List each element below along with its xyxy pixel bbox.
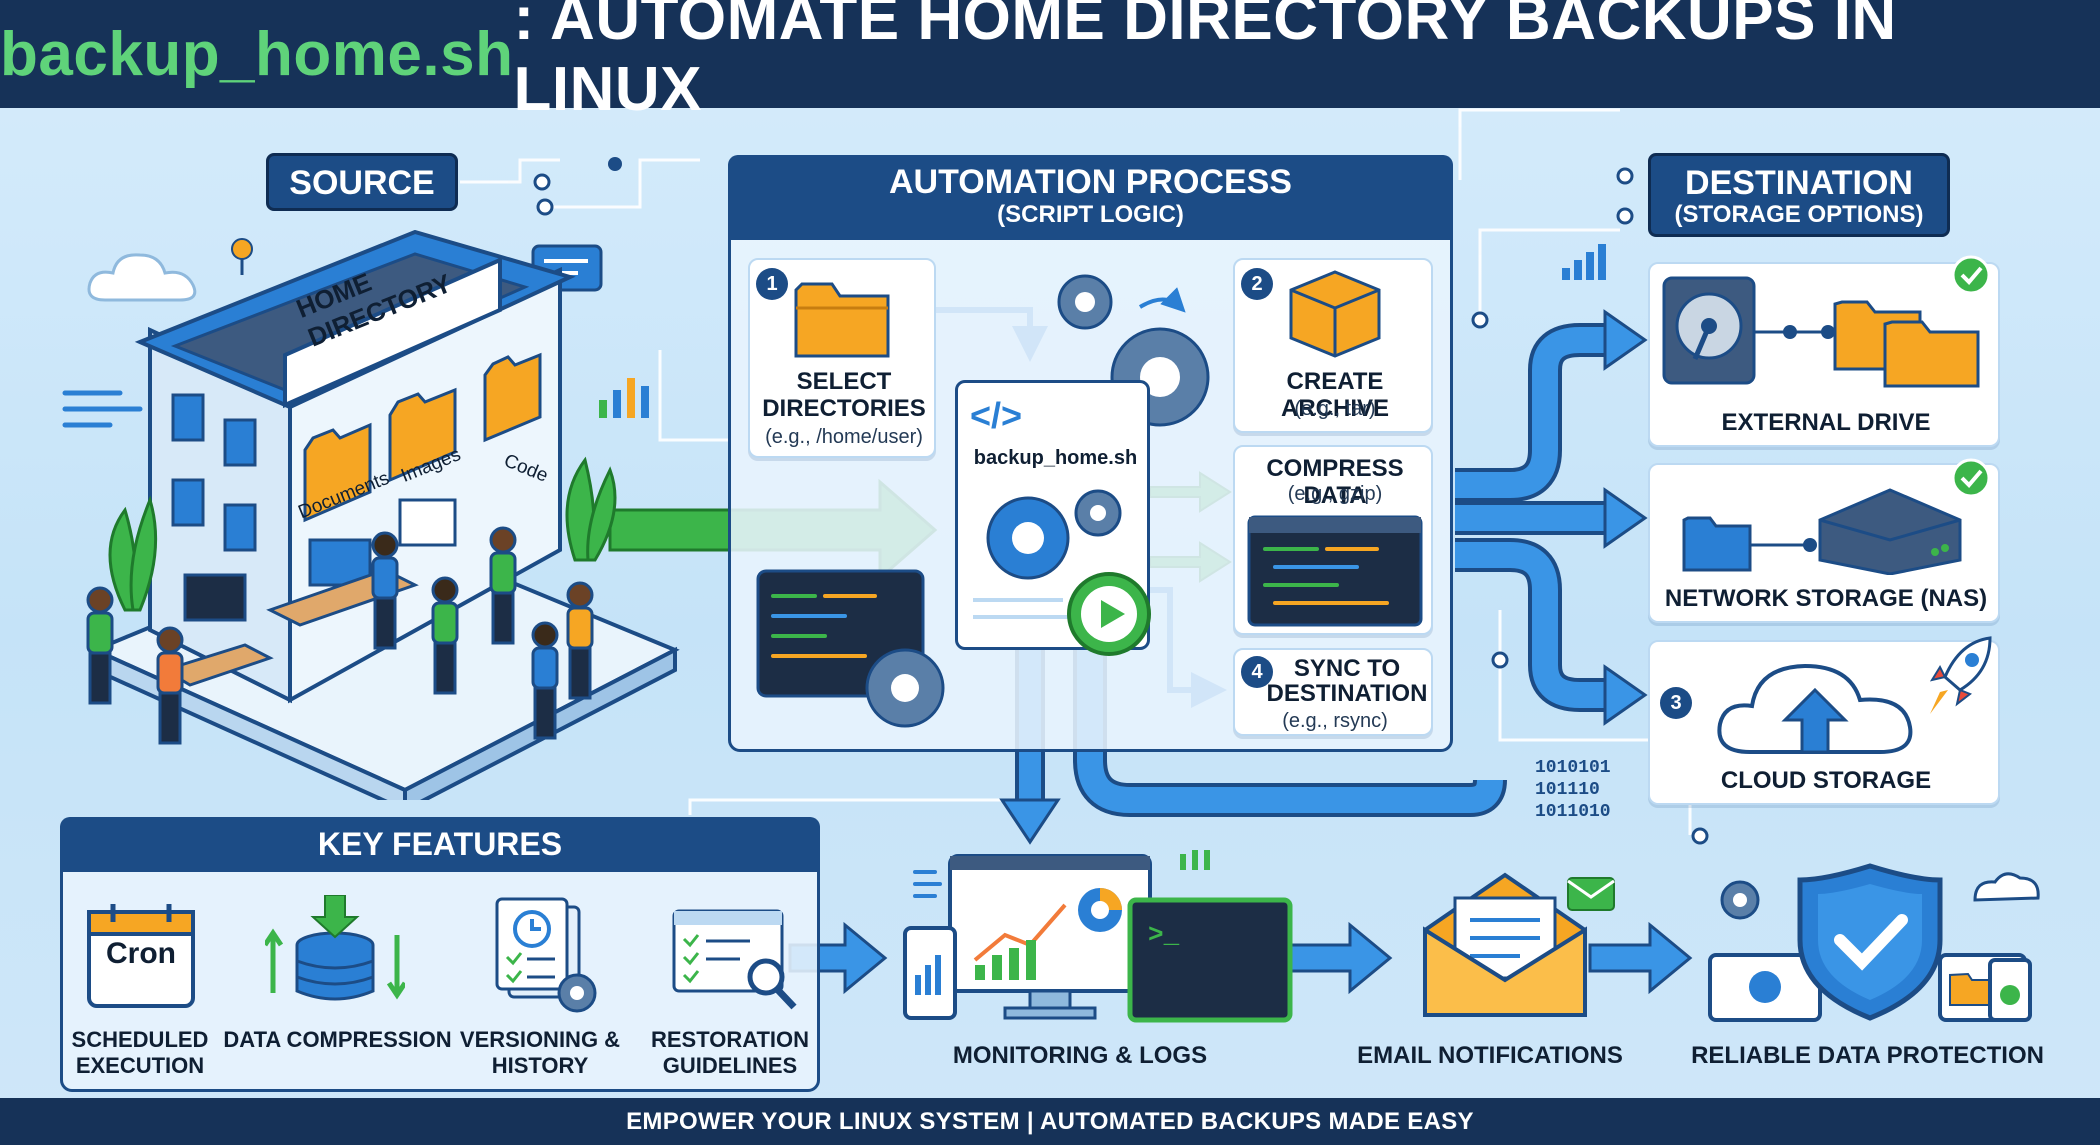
step-number: 3: [1660, 687, 1692, 719]
step-title: SELECT DIRECTORIES: [762, 368, 926, 422]
run-play-button[interactable]: [1063, 568, 1155, 660]
step-title: SYNC TO DESTINATION: [1266, 655, 1428, 707]
hard-drive-icon: [1662, 276, 1980, 388]
feature-restoration-guidelines: RESTORATION GUIDELINES: [630, 895, 830, 1090]
feature-scheduled-execution: Cron SCHEDULED EXECUTION: [65, 895, 215, 1090]
destination-external-drive: EXTERNAL DRIVE: [1648, 255, 2000, 447]
terminal-gear-icon: [756, 569, 945, 728]
step-detail: (e.g., /home/user): [765, 426, 923, 448]
archive-box-icon: [1289, 270, 1381, 358]
history-icon: [495, 897, 597, 1013]
destination-label: EXTERNAL DRIVE: [1721, 409, 1931, 436]
destination-label: NETWORK STORAGE (NAS): [1664, 585, 1988, 612]
signal-bars-icon: [1562, 244, 1606, 280]
output-email-label: EMAIL NOTIFICATIONS: [1357, 1042, 1623, 1069]
key-features-header: KEY FEATURES: [60, 817, 820, 872]
step-number: 2: [1241, 268, 1273, 300]
feature-label: VERSIONING & HISTORY: [459, 1027, 621, 1078]
binary-data-text: 1010101 101110 1011010: [1535, 758, 1611, 822]
feature-label: RESTORATION GUIDELINES: [650, 1027, 810, 1078]
automation-process-header: AUTOMATION PROCESS (SCRIPT LOGIC): [728, 155, 1453, 240]
check-icon: [1951, 458, 1991, 498]
list-lines-icon: [62, 390, 143, 428]
code-brackets-icon: </>: [970, 395, 1023, 436]
destination-cloud-storage: 3 CLOUD STORAGE: [1648, 636, 2000, 805]
step-detail: (e.g., tar): [1294, 398, 1376, 420]
calendar-icon: [87, 904, 195, 1008]
nas-server-icon: [1682, 488, 1962, 575]
step-create-archive: 2 CREATE ARCHIVE (e.g., tar): [1233, 258, 1433, 433]
cron-label: Cron: [106, 937, 176, 970]
step-detail: (e.g., gzip): [1287, 483, 1383, 505]
destination-network-storage: NETWORK STORAGE (NAS): [1648, 458, 2000, 623]
feature-label: DATA COMPRESSION: [223, 1027, 452, 1052]
cloud-icon: [87, 253, 197, 302]
message-icon: [1567, 877, 1615, 911]
rocket-icon: [1929, 636, 1992, 714]
step-sync-destination: 4 SYNC TO DESTINATION (e.g., rsync): [1233, 648, 1433, 736]
step-detail: (e.g., rsync): [1282, 710, 1388, 732]
search-doc-icon: [672, 909, 797, 1010]
title-text: : AUTOMATE HOME DIRECTORY BACKUPS IN LIN…: [513, 0, 1897, 124]
source-header: SOURCE: [266, 153, 458, 211]
output-protection-label: RELIABLE DATA PROTECTION: [1691, 1042, 2044, 1069]
home-directory-building: [86, 230, 680, 800]
step-select-directories: 1 SELECT DIRECTORIES (e.g., /home/user): [748, 258, 936, 458]
database-icon: [265, 895, 405, 1001]
check-icon: [1951, 255, 1991, 295]
folder-icon: [794, 282, 890, 358]
step-title: COMPRESS DATA: [1266, 455, 1404, 509]
output-monitoring-label: MONITORING & LOGS: [952, 1042, 1208, 1069]
destination-header: DESTINATION (STORAGE OPTIONS): [1648, 153, 1950, 237]
step-number: 1: [756, 268, 788, 300]
step-compress-data: COMPRESS DATA (e.g., gzip): [1233, 445, 1433, 635]
title-script-name: backup_home.sh: [0, 19, 514, 89]
feature-versioning-history: VERSIONING & HISTORY: [455, 895, 625, 1090]
feature-data-compression: DATA COMPRESSION: [220, 895, 455, 1090]
monitor-icon: [903, 850, 1293, 1023]
pin-icon: [231, 238, 253, 275]
step-number: 4: [1241, 656, 1273, 688]
bar-chart-icon: [599, 378, 649, 418]
destination-label: CLOUD STORAGE: [1720, 767, 1932, 794]
terminal-prompt: >_: [1148, 920, 1180, 950]
title-bar: backup_home.sh: AUTOMATE HOME DIRECTORY …: [0, 0, 2100, 124]
footer-tagline: EMPOWER YOUR LINUX SYSTEM | AUTOMATED BA…: [0, 1098, 2100, 1145]
cloud-upload-icon: [1717, 663, 1913, 754]
script-gears-icon: [986, 489, 1122, 580]
envelope-icon: [1423, 872, 1587, 1017]
script-file-name: backup_home.sh: [973, 447, 1138, 469]
feature-label: SCHEDULED EXECUTION: [71, 1027, 209, 1078]
code-editor-icon: [1247, 515, 1423, 627]
step-title: CREATE ARCHIVE: [1280, 368, 1389, 422]
shield-icon: [1708, 863, 2040, 1022]
